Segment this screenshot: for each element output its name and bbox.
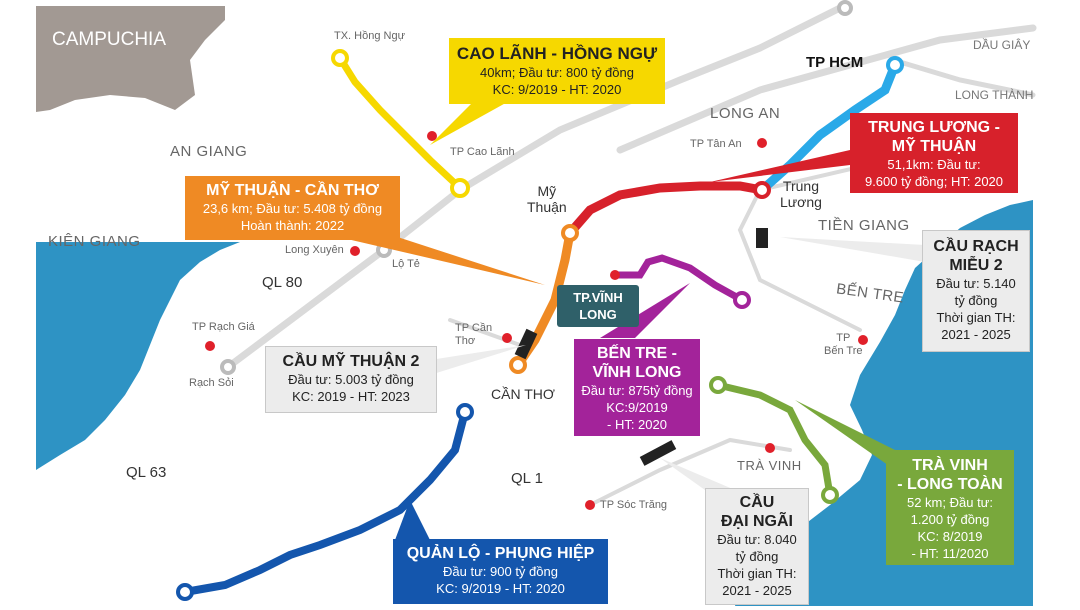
callout-ben-tre-vinh-long: BẾN TRE - VĨNH LONG Đầu tư: 875tỷ đồng K… bbox=[574, 339, 700, 436]
callout-title: BẾN TRE - VĨNH LONG bbox=[592, 345, 682, 381]
callout-title: TRÀ VINH - LONG TOÀN bbox=[897, 457, 1003, 493]
callout-title: CẦU ĐẠI NGÃI bbox=[721, 494, 793, 530]
callout-line: KC: 9/2019 - HT: 2020 bbox=[436, 581, 565, 596]
badge-vinh-long: TP.VĨNH LONG bbox=[557, 285, 639, 327]
label-an-giang: AN GIANG bbox=[170, 143, 248, 160]
callout-line: Hoàn thành: 2022 bbox=[240, 218, 345, 233]
route-ben-tre-vinh-long bbox=[611, 254, 746, 304]
callout-line: tỷ đồng bbox=[735, 549, 779, 564]
label-long-xuyen: Long Xuyên bbox=[285, 244, 344, 256]
callout-line: 9.600 tỷ đồng; HT: 2020 bbox=[864, 174, 1004, 189]
callout-line: Đầu tư: 8.040 bbox=[717, 532, 797, 547]
callout-line: 40km; Đầu tư: 800 tỷ đồng bbox=[480, 65, 634, 80]
callout-line: - HT: 11/2020 bbox=[911, 546, 989, 561]
cambodia-region bbox=[36, 6, 225, 112]
callout-line: Đầu tư: 900 tỷ đồng bbox=[443, 564, 558, 579]
label-long-thanh: LONG THÀNH bbox=[955, 88, 1034, 102]
label-tan-an: TP Tân An bbox=[690, 138, 742, 150]
label-tp-ben-tre: TP Bến Tre bbox=[824, 332, 863, 357]
callout-line: - HT: 2020 bbox=[607, 417, 667, 432]
callout-line: Đầu tư: 5.140 bbox=[936, 276, 1016, 291]
label-can-tho: CẦN THƠ bbox=[491, 386, 555, 402]
callout-line: KC: 9/2019 - HT: 2020 bbox=[492, 82, 622, 97]
land-area bbox=[36, 6, 1033, 606]
callout-tra-vinh-long-toan: TRÀ VINH - LONG TOÀN 52 km; Đầu tư: 1.20… bbox=[886, 450, 1014, 565]
callout-line: 2021 - 2025 bbox=[722, 583, 792, 598]
label-tp-can-tho: TP Cần Thơ bbox=[455, 322, 493, 347]
route-quan-lo-phung-hiep bbox=[181, 408, 469, 596]
callout-line: tỷ đồng bbox=[954, 293, 998, 308]
callout-cau-dai-ngai: CẦU ĐẠI NGÃI Đầu tư: 8.040 tỷ đồng Thời … bbox=[705, 488, 809, 605]
callout-quan-lo-phung-hiep: QUẢN LỘ - PHỤNG HIỆP Đầu tư: 900 tỷ đồng… bbox=[393, 539, 608, 604]
label-lo-te: Lộ Tẻ bbox=[392, 258, 420, 270]
callout-title: CẦU RẠCH MIỄU 2 bbox=[933, 238, 1019, 274]
callout-line: Đầu tư: 875tỷ đồng bbox=[581, 383, 693, 398]
label-tien-giang: TIỀN GIANG bbox=[818, 217, 910, 234]
callout-title: CẦU MỸ THUẬN 2 bbox=[282, 353, 420, 370]
label-ql80: QL 80 bbox=[262, 274, 303, 291]
label-long-an: LONG AN bbox=[710, 105, 781, 122]
label-campuchia: CAMPUCHIA bbox=[52, 29, 167, 50]
callout-line: 23,6 km; Đầu tư: 5.408 tỷ đồng bbox=[202, 201, 383, 216]
callout-line: Thời gian TH: bbox=[717, 566, 797, 581]
label-tp-hcm: TP HCM bbox=[806, 54, 864, 71]
label-soc-trang: TP Sóc Trăng bbox=[600, 499, 668, 511]
label-tra-vinh: TRÀ VINH bbox=[737, 458, 802, 473]
bridge-my-thuan-icon bbox=[514, 328, 538, 360]
callout-cao-lanh-hong-ngu: CAO LÃNH - HỒNG NGỰ 40km; Đầu tư: 800 tỷ… bbox=[449, 38, 665, 104]
label-ql63: QL 63 bbox=[126, 464, 167, 481]
callout-line: 2021 - 2025 bbox=[941, 327, 1011, 342]
label-rach-gia: TP Rạch Giá bbox=[192, 321, 255, 333]
label-hong-ngu: TX. Hồng Ngự bbox=[334, 30, 405, 42]
label-dau-giay: DẦU GIÂY bbox=[973, 38, 1031, 52]
bridge-markers bbox=[514, 228, 768, 466]
callout-line: Đầu tư: 5.003 tỷ đồng bbox=[288, 372, 414, 387]
bridge-dai-ngai-icon bbox=[639, 440, 677, 466]
callout-line: 1.200 tỷ đồng bbox=[910, 512, 990, 527]
callout-title: CAO LÃNH - HỒNG NGỰ bbox=[456, 44, 658, 63]
callout-title: TRUNG LƯƠNG - MỸ THUẬN bbox=[868, 119, 1000, 155]
route-tra-vinh-long-toan bbox=[714, 381, 834, 499]
label-trung-luong: Trung Lương bbox=[780, 178, 822, 210]
callout-line: Thời gian TH: bbox=[936, 310, 1016, 325]
callout-line: KC: 8/2019 bbox=[917, 529, 983, 544]
callout-line: 51,1km: Đầu tư: bbox=[887, 157, 981, 172]
callout-pointers bbox=[330, 95, 925, 540]
label-my-thuan: Mỹ Thuận bbox=[527, 183, 567, 215]
callout-my-thuan-can-tho: MỸ THUẬN - CẦN THƠ 23,6 km; Đầu tư: 5.40… bbox=[185, 176, 400, 240]
label-kien-giang: KIÊN GIANG bbox=[48, 233, 141, 250]
callout-line: KC:9/2019 bbox=[606, 400, 668, 415]
label-cao-lanh: TP Cao Lãnh bbox=[450, 146, 515, 158]
callout-title: MỸ THUẬN - CẦN THƠ bbox=[206, 182, 379, 199]
callout-line: 52 km; Đầu tư: bbox=[906, 495, 993, 510]
city-dots bbox=[205, 131, 868, 510]
callout-line: KC: 2019 - HT: 2023 bbox=[292, 389, 410, 404]
callout-trung-luong-my-thuan: TRUNG LƯƠNG - MỸ THUẬN 51,1km: Đầu tư: 9… bbox=[850, 113, 1018, 193]
route-cao-lanh-hong-ngu bbox=[336, 54, 464, 192]
route-trung-luong-my-thuan bbox=[565, 181, 767, 238]
label-rach-soi: Rạch Sỏi bbox=[189, 377, 234, 389]
label-ql1: QL 1 bbox=[511, 470, 543, 487]
bridge-rach-mieu-icon bbox=[756, 228, 768, 248]
callout-title: QUẢN LỘ - PHỤNG HIỆP bbox=[406, 545, 595, 562]
callout-cau-rach-mieu-2: CẦU RẠCH MIỄU 2 Đầu tư: 5.140 tỷ đồng Th… bbox=[922, 230, 1030, 352]
callout-cau-my-thuan-2: CẦU MỸ THUẬN 2 Đầu tư: 5.003 tỷ đồng KC:… bbox=[265, 346, 437, 413]
